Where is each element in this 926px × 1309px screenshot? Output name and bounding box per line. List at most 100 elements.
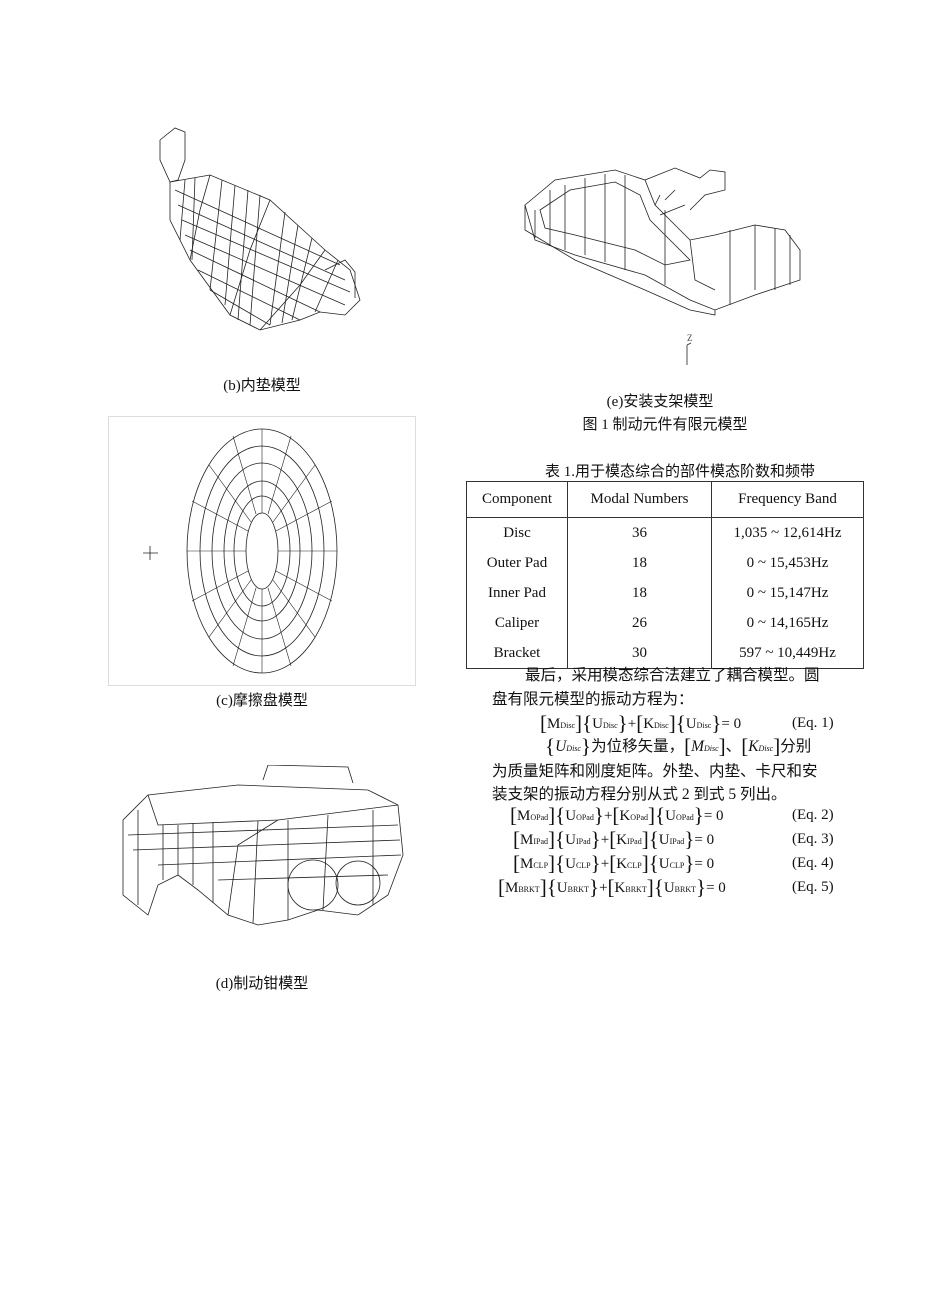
- equals-zero: = 0: [694, 832, 715, 848]
- subscript: BRKT: [567, 885, 589, 894]
- equation-4: [MCLP]{UCLP}+[KCLP]{UCLP}= 0(Eq. 4): [513, 851, 834, 875]
- paragraph-line: 最后，采用模态综合法建立了耦合模型。圆: [525, 667, 820, 684]
- caliper-mesh-figure: [122, 765, 404, 926]
- disp-symbol: U: [565, 808, 577, 824]
- subscript: CLP: [533, 861, 549, 870]
- header-modal-numbers: Modal Numbers: [567, 481, 712, 518]
- header-component: Component: [466, 481, 568, 518]
- cell: Outer Pad: [466, 548, 568, 578]
- subscript: OPad: [576, 813, 594, 822]
- disp-symbol: U: [663, 880, 675, 896]
- subscript: Disc: [758, 744, 774, 753]
- cell: 0 ~ 15,147Hz: [746, 584, 829, 601]
- axis-z-label: Z: [687, 333, 693, 343]
- bracket-mesh-figure: Z: [524, 167, 801, 365]
- text: 、: [725, 738, 742, 755]
- subscript: IPad: [669, 837, 685, 846]
- equals-zero: = 0: [706, 880, 726, 896]
- subscript: Disc: [602, 721, 618, 730]
- mass-symbol: M: [517, 808, 531, 824]
- stiffness-symbol: K: [616, 832, 628, 848]
- subscript: Disc: [654, 721, 669, 730]
- equation-3: [MIPad]{UIPad}+[KIPad]{UIPad}= 0(Eq. 3): [513, 827, 834, 851]
- cell: Disc: [466, 517, 568, 548]
- subscript: IPad: [575, 837, 591, 846]
- equation-label: (Eq. 5): [792, 879, 834, 895]
- figure-c-caption: (c)摩擦盘模型: [216, 693, 308, 709]
- equals-zero: = 0: [721, 716, 742, 732]
- disp-symbol: U: [658, 832, 670, 848]
- mass-symbol: M: [520, 832, 534, 848]
- disp-symbol: U: [565, 856, 576, 872]
- disp-symbol: U: [658, 856, 670, 872]
- figure-b-caption: (b)内垫模型: [223, 378, 301, 394]
- equals-zero: = 0: [694, 856, 715, 872]
- figure-e-caption: (e)安装支架模型: [606, 394, 714, 410]
- subscript: Disc: [704, 744, 719, 753]
- disp-symbol: U: [592, 716, 603, 732]
- subscript: CLP: [575, 861, 591, 870]
- mass-symbol: M: [505, 880, 519, 896]
- disp-symbol: U: [565, 832, 576, 848]
- disp-symbol: U: [665, 808, 676, 824]
- subscript: IPad: [627, 837, 642, 846]
- text: 为位移矢量，: [591, 738, 685, 755]
- subscript: Disc: [560, 721, 576, 730]
- subscript: Disc: [696, 721, 712, 730]
- figure-d-caption: (d)制动钳模型: [215, 976, 309, 992]
- mass-symbol: M: [547, 716, 561, 732]
- stiffness-symbol: K: [614, 880, 626, 896]
- cell: 26: [567, 608, 712, 638]
- figure-title: 图 1 制动元件有限元模型: [582, 417, 748, 433]
- cell: Bracket: [466, 638, 568, 669]
- subscript: BRKT: [674, 885, 696, 894]
- cell: Caliper: [466, 608, 568, 638]
- equation-1: [MDisc]{UDisc}+[KDisc]{UDisc}= 0(Eq. 1): [540, 711, 834, 735]
- modal-table: Component Modal Numbers Frequency Band D…: [466, 481, 864, 669]
- cell: 0 ~ 14,165Hz: [746, 614, 829, 631]
- equation-5: [MBRKT]{UBRKT}+[KBRKT]{UBRKT}= 0(Eq. 5): [498, 875, 834, 899]
- header-frequency-band: Frequency Band: [711, 481, 864, 518]
- subscript: CLP: [669, 861, 685, 870]
- subscript: CLP: [627, 861, 642, 870]
- subscript: Disc: [566, 744, 581, 753]
- cell: 597 ~ 10,449Hz: [739, 644, 836, 661]
- equation-label: (Eq. 3): [792, 831, 834, 847]
- equation-label: (Eq. 4): [792, 855, 834, 871]
- subscript: BRKT: [518, 885, 540, 894]
- disp-symbol: U: [685, 716, 697, 732]
- paragraph-line: {UDisc}为位移矢量，[MDisc]、[KDisc]分别: [545, 734, 812, 758]
- equation-label: (Eq. 2): [792, 807, 834, 823]
- cell: 1,035 ~ 12,614Hz: [733, 524, 842, 541]
- equals-zero: = 0: [703, 808, 724, 824]
- k-symbol: K: [748, 738, 759, 755]
- cell: 18: [567, 578, 712, 608]
- equation-label: (Eq. 1): [792, 715, 834, 731]
- stiffness-symbol: K: [643, 716, 655, 732]
- table-title: 表 1.用于模态综合的部件模态阶数和频带: [544, 464, 816, 480]
- inner-pad-mesh-figure: [159, 127, 361, 331]
- cell: 30: [567, 638, 712, 669]
- cell: 36: [567, 517, 712, 548]
- cell: 0 ~ 15,453Hz: [746, 554, 829, 571]
- paragraph-line: 为质量矩阵和刚度矩阵。外垫、内垫、卡尺和安: [492, 763, 818, 780]
- subscript: IPad: [533, 837, 549, 846]
- mass-symbol: M: [520, 856, 534, 872]
- disc-mesh-figure: [108, 416, 416, 686]
- stiffness-symbol: K: [616, 856, 628, 872]
- disp-symbol: U: [556, 880, 568, 896]
- m-symbol: M: [691, 738, 704, 755]
- cell: 18: [567, 548, 712, 578]
- subscript: OPad: [530, 813, 549, 822]
- equation-2: [MOPad]{UOPad}+[KOPad]{UOPad}= 0(Eq. 2): [510, 803, 834, 827]
- paragraph-line: 盘有限元模型的振动方程为：: [492, 691, 694, 708]
- u-symbol: U: [555, 738, 567, 755]
- stiffness-symbol: K: [619, 808, 631, 824]
- paragraph-line: 装支架的振动方程分别从式 2 到式 5 列出。: [492, 786, 787, 803]
- subscript: OPad: [675, 813, 694, 822]
- text: 分别: [780, 738, 812, 755]
